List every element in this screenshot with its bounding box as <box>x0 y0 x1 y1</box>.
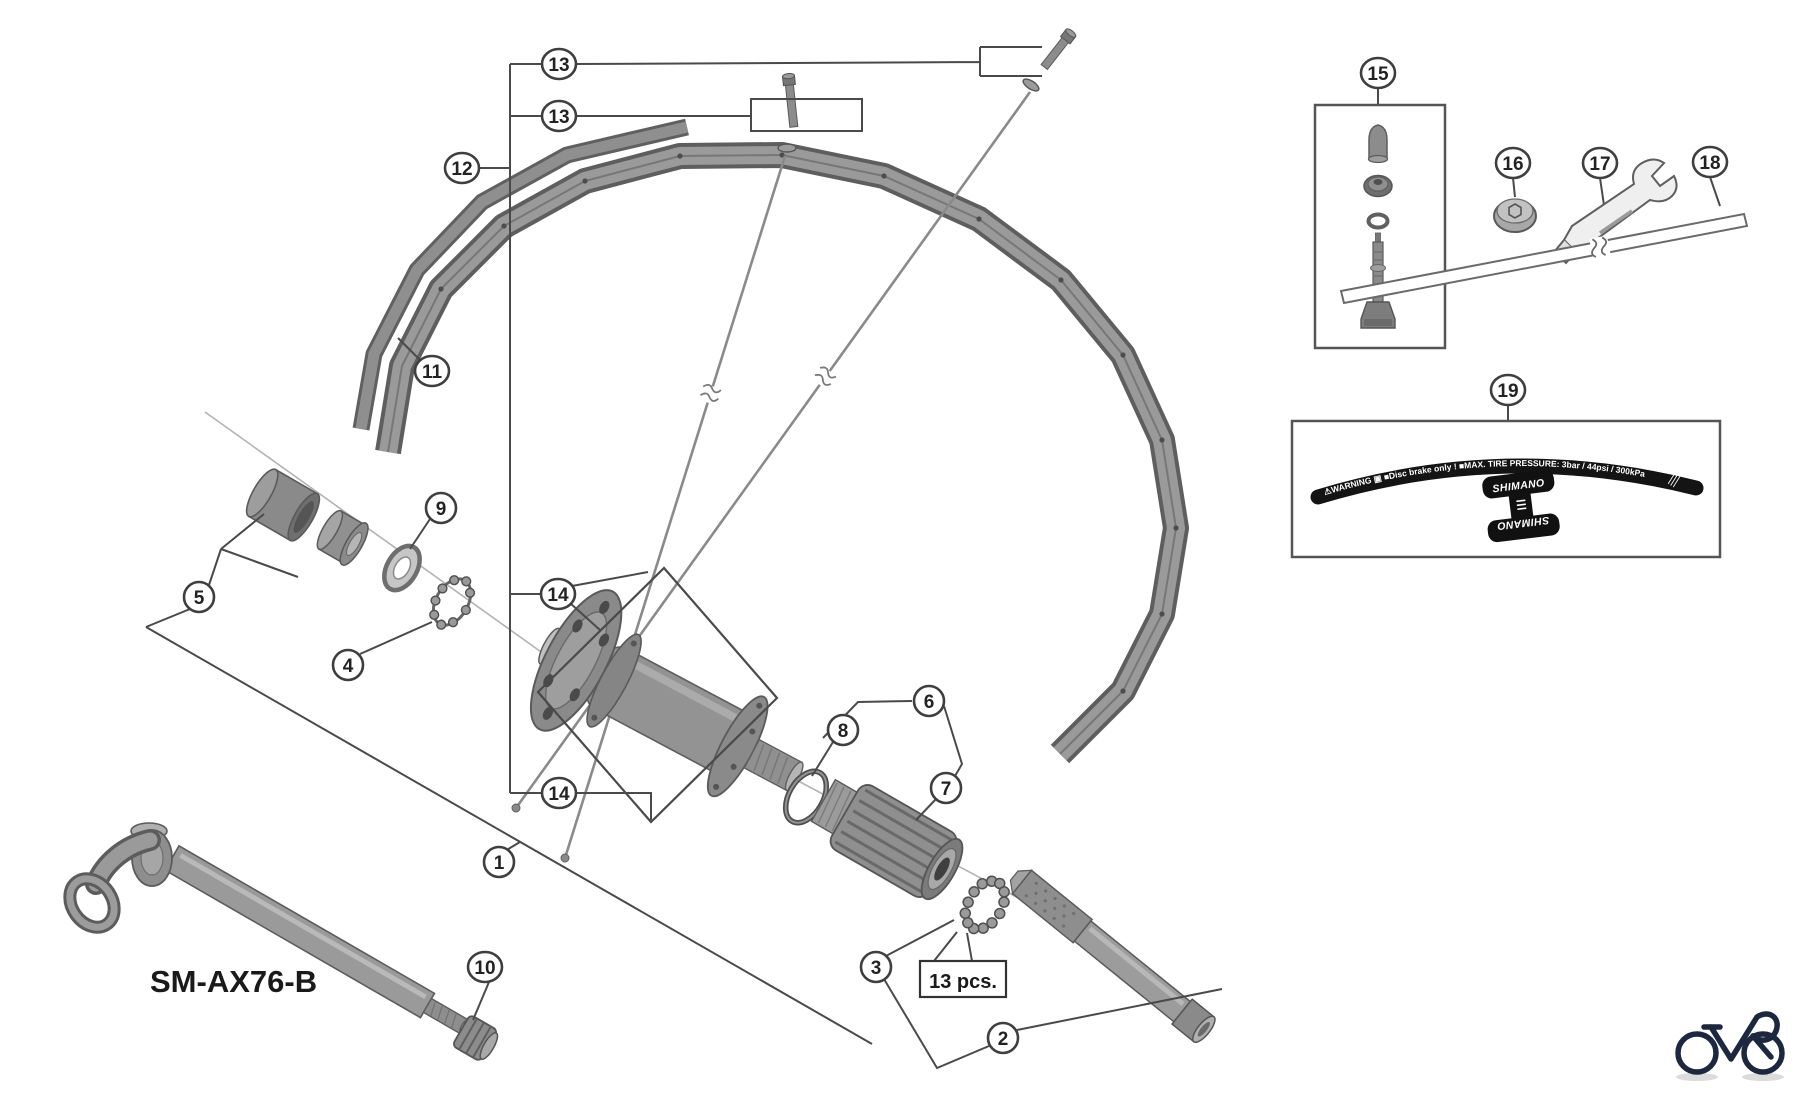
sticker-fine-print <box>1667 466 1685 488</box>
nipple-washer-icon <box>777 143 797 153</box>
svg-text:15: 15 <box>1367 64 1389 85</box>
quantity-box: 13 pcs. <box>918 959 1008 999</box>
valve-nut <box>1363 174 1393 198</box>
svg-text:11: 11 <box>422 362 443 383</box>
svg-text:9: 9 <box>436 499 447 520</box>
qr-lever <box>63 822 173 934</box>
callouts: 1 2 3 4 5 6 7 8 9 10 11 12 13 13 14 14 1… <box>182 47 1729 1055</box>
svg-text:4: 4 <box>343 656 354 677</box>
spoke-left <box>563 155 787 859</box>
spoke-head <box>560 853 570 863</box>
rim-section-11 <box>352 118 689 431</box>
svg-text:3: 3 <box>871 958 882 979</box>
callout-14-upper: 14 <box>539 577 577 611</box>
rim-tape <box>1339 212 1749 305</box>
svg-text:17: 17 <box>1589 154 1610 175</box>
svg-text:16: 16 <box>1502 154 1523 175</box>
callout-10: 10 <box>466 950 504 984</box>
model-label: SM-AX76-B <box>150 964 317 999</box>
callout-18: 18 <box>1691 145 1729 179</box>
bearing-retainer <box>429 575 476 630</box>
callout-6: 6 <box>912 684 946 718</box>
valve-assembly-box <box>1313 103 1447 350</box>
callout-15: 15 <box>1359 56 1397 90</box>
ball-bearing-ring <box>959 875 1010 935</box>
axle-end-nut <box>453 1015 499 1061</box>
svg-text:7: 7 <box>941 779 952 800</box>
seal-washer <box>382 543 422 593</box>
svg-text:1: 1 <box>494 853 505 874</box>
svg-text:18: 18 <box>1699 153 1720 174</box>
spoke-nipple-icon <box>781 72 799 128</box>
callout-1: 1 <box>482 845 516 879</box>
hub-body <box>529 589 804 798</box>
svg-text:12: 12 <box>451 159 472 180</box>
callout-13-top: 13 <box>540 47 578 81</box>
callout-4: 4 <box>331 648 365 682</box>
svg-text:14: 14 <box>548 784 570 805</box>
svg-text:13: 13 <box>548 55 569 76</box>
freehub-body <box>810 778 964 901</box>
dust-cap <box>245 468 321 542</box>
svg-text:10: 10 <box>474 958 495 979</box>
svg-text:14: 14 <box>547 585 569 606</box>
callout-11: 11 <box>413 354 451 388</box>
callout-7: 7 <box>929 771 963 805</box>
sticker-box: ⚠WARNING ▣ ■Disc brake only ! ■MAX. TIRE… <box>1290 419 1722 559</box>
callout-17: 17 <box>1581 146 1619 180</box>
callout-8: 8 <box>826 713 860 747</box>
valve-cap <box>1367 124 1389 164</box>
callout-5: 5 <box>182 580 216 614</box>
nipple-washer-icon <box>1022 78 1040 92</box>
callout-14-lower: 14 <box>540 776 578 810</box>
valve-hole-plug <box>1493 198 1537 233</box>
callout-13-mid: 13 <box>540 99 578 133</box>
svg-text:8: 8 <box>838 721 849 742</box>
svg-text:19: 19 <box>1497 381 1518 402</box>
spoke-break-icon <box>697 383 724 406</box>
svg-text:2: 2 <box>998 1029 1009 1050</box>
hub-flange-bracket <box>536 566 779 824</box>
flange-spoke-holes <box>591 640 763 790</box>
hub-axle <box>1009 869 1216 1044</box>
callout-12: 12 <box>443 151 481 185</box>
quantity-label: 13 pcs. <box>929 971 997 993</box>
callout-9: 9 <box>424 491 458 525</box>
thru-axle-shaft <box>163 844 471 1035</box>
cone-seal-group <box>245 468 476 630</box>
valve-stem <box>1360 232 1396 329</box>
cone-nut <box>316 509 369 566</box>
callout-3: 3 <box>859 950 893 984</box>
callout-16: 16 <box>1494 146 1532 180</box>
callout-19: 19 <box>1489 373 1527 407</box>
spoke-nipple-icon <box>1040 28 1077 71</box>
bicycle-logo <box>1675 1011 1785 1081</box>
spoke-break-icon <box>810 364 839 391</box>
tape-break-icon <box>1589 235 1611 259</box>
valve-o-ring <box>1366 212 1390 230</box>
callout-2: 2 <box>986 1021 1020 1055</box>
rim-spoke-holes <box>438 152 1179 694</box>
thru-axle-unit <box>63 822 499 1061</box>
leader-lines <box>145 46 1721 1070</box>
rotor-bolt-holes <box>542 600 610 720</box>
rim-group <box>352 118 1189 764</box>
rim-main-12 <box>375 142 1189 764</box>
svg-text:13: 13 <box>548 107 569 128</box>
svg-text:5: 5 <box>194 588 205 609</box>
spoke-head <box>511 803 521 813</box>
svg-text:6: 6 <box>924 692 935 713</box>
